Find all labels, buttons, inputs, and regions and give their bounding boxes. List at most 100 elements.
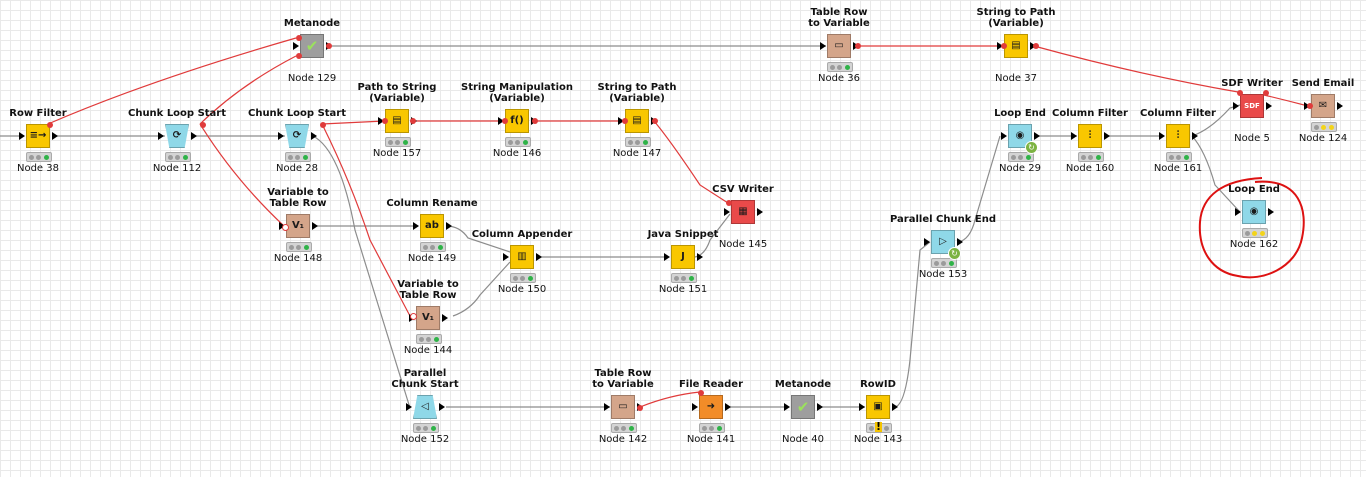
flow-variable-port[interactable] xyxy=(326,43,332,49)
node-n112[interactable]: Chunk Loop Start⟳Node 112 xyxy=(128,108,226,174)
output-port[interactable] xyxy=(536,253,542,261)
connection[interactable] xyxy=(1191,135,1241,213)
flow-variable-port[interactable] xyxy=(410,313,417,320)
node-n28[interactable]: Chunk Loop Start⟳Node 28 xyxy=(248,108,346,174)
output-port[interactable] xyxy=(1104,132,1110,140)
variable-connection[interactable] xyxy=(1033,45,1239,93)
input-port[interactable] xyxy=(278,132,284,140)
string-to-path-icon[interactable]: ▤ xyxy=(1004,34,1028,58)
input-port[interactable] xyxy=(378,117,384,125)
node-n124[interactable]: Send Email✉Node 124 xyxy=(1292,78,1355,144)
output-port[interactable] xyxy=(191,132,197,140)
input-port[interactable] xyxy=(618,117,624,125)
connection[interactable] xyxy=(312,135,411,409)
input-port[interactable] xyxy=(413,222,419,230)
output-port[interactable] xyxy=(957,238,963,246)
output-port[interactable] xyxy=(446,222,452,230)
flow-variable-port[interactable] xyxy=(622,118,628,124)
input-port[interactable] xyxy=(784,403,790,411)
send-email-icon[interactable]: ✉ xyxy=(1311,94,1335,118)
input-port[interactable] xyxy=(604,403,610,411)
parallel-chunk-start-icon[interactable]: ◁ xyxy=(413,395,437,419)
flow-variable-port[interactable] xyxy=(296,53,302,59)
input-port[interactable] xyxy=(1233,102,1239,110)
column-appender-icon[interactable]: ▥ xyxy=(510,245,534,269)
output-port[interactable] xyxy=(1337,102,1343,110)
flow-variable-port[interactable] xyxy=(1307,103,1313,109)
input-port[interactable] xyxy=(724,208,730,216)
flow-variable-port[interactable] xyxy=(502,118,508,124)
node-n146[interactable]: String Manipulation (Variable)f()Node 14… xyxy=(461,82,573,159)
column-rename-icon[interactable]: ab xyxy=(420,214,444,238)
input-port[interactable] xyxy=(1001,132,1007,140)
variable-connection[interactable] xyxy=(653,120,729,204)
variable-connection[interactable] xyxy=(321,120,385,125)
flow-variable-port[interactable] xyxy=(200,122,206,128)
node-n142[interactable]: Table Row to Variable▭Node 142 xyxy=(592,368,654,445)
variable-to-table-icon[interactable]: V₁ xyxy=(416,306,440,330)
string-manipulation-icon[interactable]: f() xyxy=(505,109,529,133)
input-port[interactable] xyxy=(293,42,299,50)
variable-connection[interactable] xyxy=(639,391,701,408)
loop-start-icon[interactable]: ⟳ xyxy=(165,124,189,148)
variable-to-table-icon[interactable]: V₁ xyxy=(286,214,310,238)
metanode-check-icon[interactable]: ✔ xyxy=(300,34,324,58)
csv-writer-icon[interactable]: ▦ xyxy=(731,200,755,224)
node-n37[interactable]: String to Path (Variable)▤Node 37 xyxy=(977,7,1056,84)
input-port[interactable] xyxy=(406,403,412,411)
input-port[interactable] xyxy=(997,42,1003,50)
node-n40[interactable]: Metanode✔Node 40 xyxy=(775,379,831,445)
output-port[interactable] xyxy=(697,253,703,261)
input-port[interactable] xyxy=(1235,208,1241,216)
variable-connection[interactable] xyxy=(47,37,297,125)
node-n162[interactable]: Loop End◉Node 162 xyxy=(1228,184,1280,250)
node-n38[interactable]: Row Filter≡→Node 38 xyxy=(9,108,66,174)
input-port[interactable] xyxy=(664,253,670,261)
node-n157[interactable]: Path to String (Variable)▤Node 157 xyxy=(358,82,437,159)
connection[interactable] xyxy=(957,135,1001,243)
sdf-writer-icon[interactable]: SDF xyxy=(1240,94,1264,118)
connection[interactable] xyxy=(452,261,511,317)
column-filter-icon[interactable]: ⫶ xyxy=(1078,124,1102,148)
file-reader-icon[interactable]: ➜ xyxy=(699,395,723,419)
path-to-string-icon[interactable]: ▤ xyxy=(385,109,409,133)
output-port[interactable] xyxy=(1034,132,1040,140)
flow-variable-port[interactable] xyxy=(532,118,538,124)
flow-variable-port[interactable] xyxy=(296,35,302,41)
node-n150[interactable]: Column Appender▥Node 150 xyxy=(472,229,573,295)
output-port[interactable] xyxy=(757,208,763,216)
input-port[interactable] xyxy=(820,42,826,50)
flow-variable-port[interactable] xyxy=(1001,43,1007,49)
output-port[interactable] xyxy=(1266,102,1272,110)
flow-variable-port[interactable] xyxy=(1033,43,1039,49)
output-port[interactable] xyxy=(442,314,448,322)
input-port[interactable] xyxy=(1071,132,1077,140)
node-n29[interactable]: Loop End◉↻Node 29 xyxy=(994,108,1046,174)
node-n152[interactable]: Parallel Chunk Start◁Node 152 xyxy=(391,368,458,445)
input-port[interactable] xyxy=(158,132,164,140)
flow-variable-port[interactable] xyxy=(726,200,732,206)
node-n141[interactable]: File Reader➜Node 141 xyxy=(679,379,743,445)
input-port[interactable] xyxy=(859,403,865,411)
flow-variable-port[interactable] xyxy=(652,118,658,124)
rowid-icon[interactable]: ▣ xyxy=(866,395,890,419)
node-n160[interactable]: Column Filter⫶Node 160 xyxy=(1052,108,1128,174)
loop-start-icon[interactable]: ⟳ xyxy=(285,124,309,148)
variable-connection[interactable] xyxy=(199,55,297,125)
output-port[interactable] xyxy=(1268,208,1274,216)
node-n145[interactable]: CSV Writer▦Node 145 xyxy=(712,184,774,250)
table-row-to-variable-icon[interactable]: ▭ xyxy=(611,395,635,419)
output-port[interactable] xyxy=(1192,132,1198,140)
flow-variable-port[interactable] xyxy=(637,405,643,411)
node-n161[interactable]: Column Filter⫶Node 161 xyxy=(1140,108,1216,174)
output-port[interactable] xyxy=(311,132,317,140)
variable-connection[interactable] xyxy=(321,123,411,317)
variable-connection[interactable] xyxy=(199,123,285,227)
input-port[interactable] xyxy=(924,238,930,246)
flow-variable-port[interactable] xyxy=(282,224,289,231)
flow-variable-port[interactable] xyxy=(47,122,53,128)
string-to-path-icon[interactable]: ▤ xyxy=(625,109,649,133)
